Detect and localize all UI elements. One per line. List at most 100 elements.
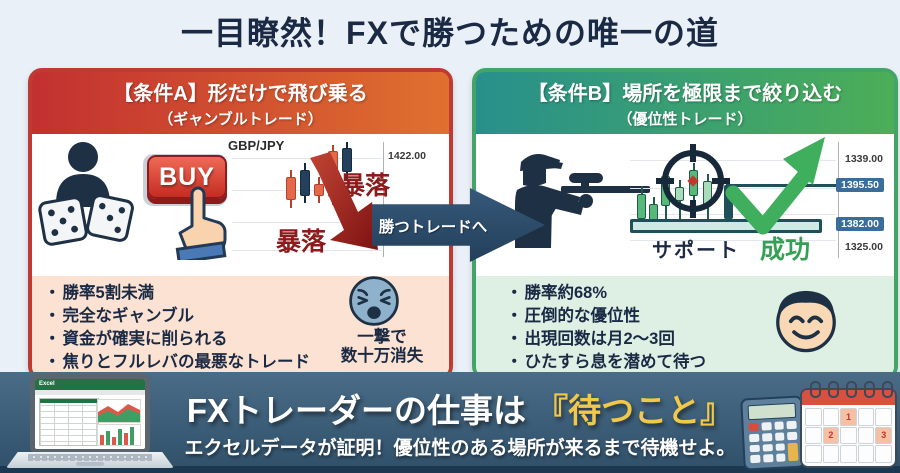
gridline: [630, 214, 836, 215]
currency-pair-label: GBP/JPY: [228, 138, 285, 153]
gridline: [232, 158, 382, 159]
calculator-key: [775, 442, 786, 452]
crash-label-lower: 暴落: [276, 228, 327, 256]
calendar-day: 3: [875, 426, 892, 445]
footer-headline-highlight: 『待つこと』: [535, 392, 734, 429]
price-axis: [838, 142, 839, 258]
list-item: 完全なギャンブル: [44, 305, 310, 328]
hand-cursor-icon: [175, 186, 227, 260]
list-item: 出現回数は月2〜3回: [506, 328, 706, 351]
calculator-key: [762, 443, 773, 452]
panel-a-subtitle: （ギャンブルトレード）: [158, 111, 323, 128]
calendar-day: 2: [822, 426, 840, 445]
calendar-cell: [840, 445, 857, 463]
footer-bottom-strip: [0, 466, 900, 473]
loss-caption: 一撃で 数十万消失: [322, 328, 442, 366]
calculator-key: [750, 454, 761, 464]
calendar-day: 1: [840, 408, 857, 426]
calculator-key: [773, 421, 785, 430]
transition-arrow-label: 勝つトレードへ: [378, 219, 488, 236]
calculator-key: [787, 442, 799, 462]
list-item: 焦りとフルレバの最悪なトレード: [44, 351, 311, 374]
price-badge: 1382.00: [836, 217, 884, 231]
calculator-key: [775, 453, 786, 462]
gridline: [630, 160, 836, 161]
calculator-icon: [740, 395, 806, 471]
calendar-cell: [857, 445, 875, 463]
calendar-cell: [840, 426, 857, 445]
calendar-cell: [805, 408, 822, 426]
calendar-cell: [857, 408, 875, 426]
calendar-ring: [810, 381, 821, 398]
panel-a-header: 【条件A】形だけで飛び乗る （ギャンブルトレード）: [32, 72, 449, 134]
calculator-key: [749, 433, 760, 442]
laptop-excel-icon: Excel: [30, 374, 150, 454]
calendar-cell: [805, 445, 822, 463]
candlestick: [637, 194, 646, 219]
calculator-key: [774, 432, 785, 441]
gridline: [232, 250, 382, 251]
calculator-key: [786, 420, 797, 430]
laptop-keys: [28, 454, 152, 461]
gridline: [630, 240, 836, 241]
calculator-key: [762, 454, 774, 463]
crash-arrow-icon: [310, 152, 378, 250]
calendar-ring: [846, 381, 857, 398]
loss-caption-line1: 一撃で: [357, 328, 407, 346]
calendar-grid: 1 2 3: [805, 408, 892, 463]
dice-icon: [38, 196, 88, 246]
list-item: ひたすら息を潜めて待つ: [506, 351, 707, 374]
excel-sheet-grid: [39, 398, 99, 446]
panel-b-subtitle: （優位性トレード）: [617, 111, 753, 128]
dice-icon: [86, 194, 134, 242]
list-item: 勝率5割未満: [44, 282, 310, 305]
support-label: サポート: [652, 240, 740, 262]
candlestick: [300, 170, 310, 196]
panel-b-header: 【条件B】場所を極限まで絞り込む （優位性トレード）: [476, 72, 894, 134]
price-label: 1339.00: [845, 153, 883, 165]
footer-subline: エクセルデータが証明！優位性のある場所が来るまで待機せよ。: [184, 438, 736, 459]
candlestick: [314, 184, 324, 196]
calculator-key: [787, 431, 798, 440]
calendar-ring: [864, 381, 875, 398]
entry-price-line: [726, 184, 838, 187]
panel-b-title: 【条件B】場所を極限まで絞り込む: [527, 83, 843, 105]
page-title: 一目瞭然！FXで勝つための唯一の道: [181, 15, 719, 51]
panel-b-bullet-list: 勝率約68% 圧倒的な優位性 出現回数は月2〜3回 ひたすら息を潜めて待つ: [506, 282, 707, 374]
laptop-touchpad: [76, 462, 104, 466]
calendar-cell: [822, 445, 840, 463]
panel-a-title: 【条件A】形だけで飛び乗る: [113, 83, 368, 105]
calculator-key: [749, 444, 760, 453]
price-axis: [383, 142, 384, 257]
price-badge: 1395.50: [836, 178, 884, 192]
excel-titlebar: Excel: [35, 379, 145, 390]
price-label: 1325.00: [845, 241, 883, 253]
calculator-screen: [747, 402, 797, 421]
calendar-cell: [857, 426, 875, 445]
loss-caption-line2: 数十万消失: [340, 347, 424, 365]
success-label: 成功: [760, 236, 811, 264]
crosshair-icon: [656, 144, 730, 218]
happy-face-icon: [776, 290, 836, 353]
calculator-key: [761, 432, 772, 442]
laptop-keyboard: [6, 452, 174, 468]
success-arrow-icon: [725, 137, 825, 235]
panel-a-bullet-list: 勝率5割未満 完全なギャンブル 資金が確実に削られる 焦りとフルレバの最悪なトレ…: [44, 282, 311, 374]
calendar-cell: [805, 426, 822, 445]
crying-face-icon: [349, 276, 399, 326]
calendar-icon: 1 2 3: [800, 388, 897, 468]
list-item: 勝率約68%: [506, 282, 706, 305]
sniper-icon: [515, 154, 650, 248]
calendar-cell: [822, 408, 840, 426]
excel-toolbar: [35, 390, 145, 395]
calendar-ring: [828, 381, 839, 398]
calculator-keys: [748, 420, 799, 464]
calculator-key: [748, 422, 759, 432]
footer-headline-prefix: FXトレーダーの仕事は: [186, 392, 536, 429]
price-label: 1422.00: [388, 150, 426, 162]
gridline: [232, 222, 382, 223]
area-chart-icon: [97, 399, 141, 423]
buy-button: BUY: [147, 155, 227, 199]
calculator-key: [761, 422, 772, 431]
